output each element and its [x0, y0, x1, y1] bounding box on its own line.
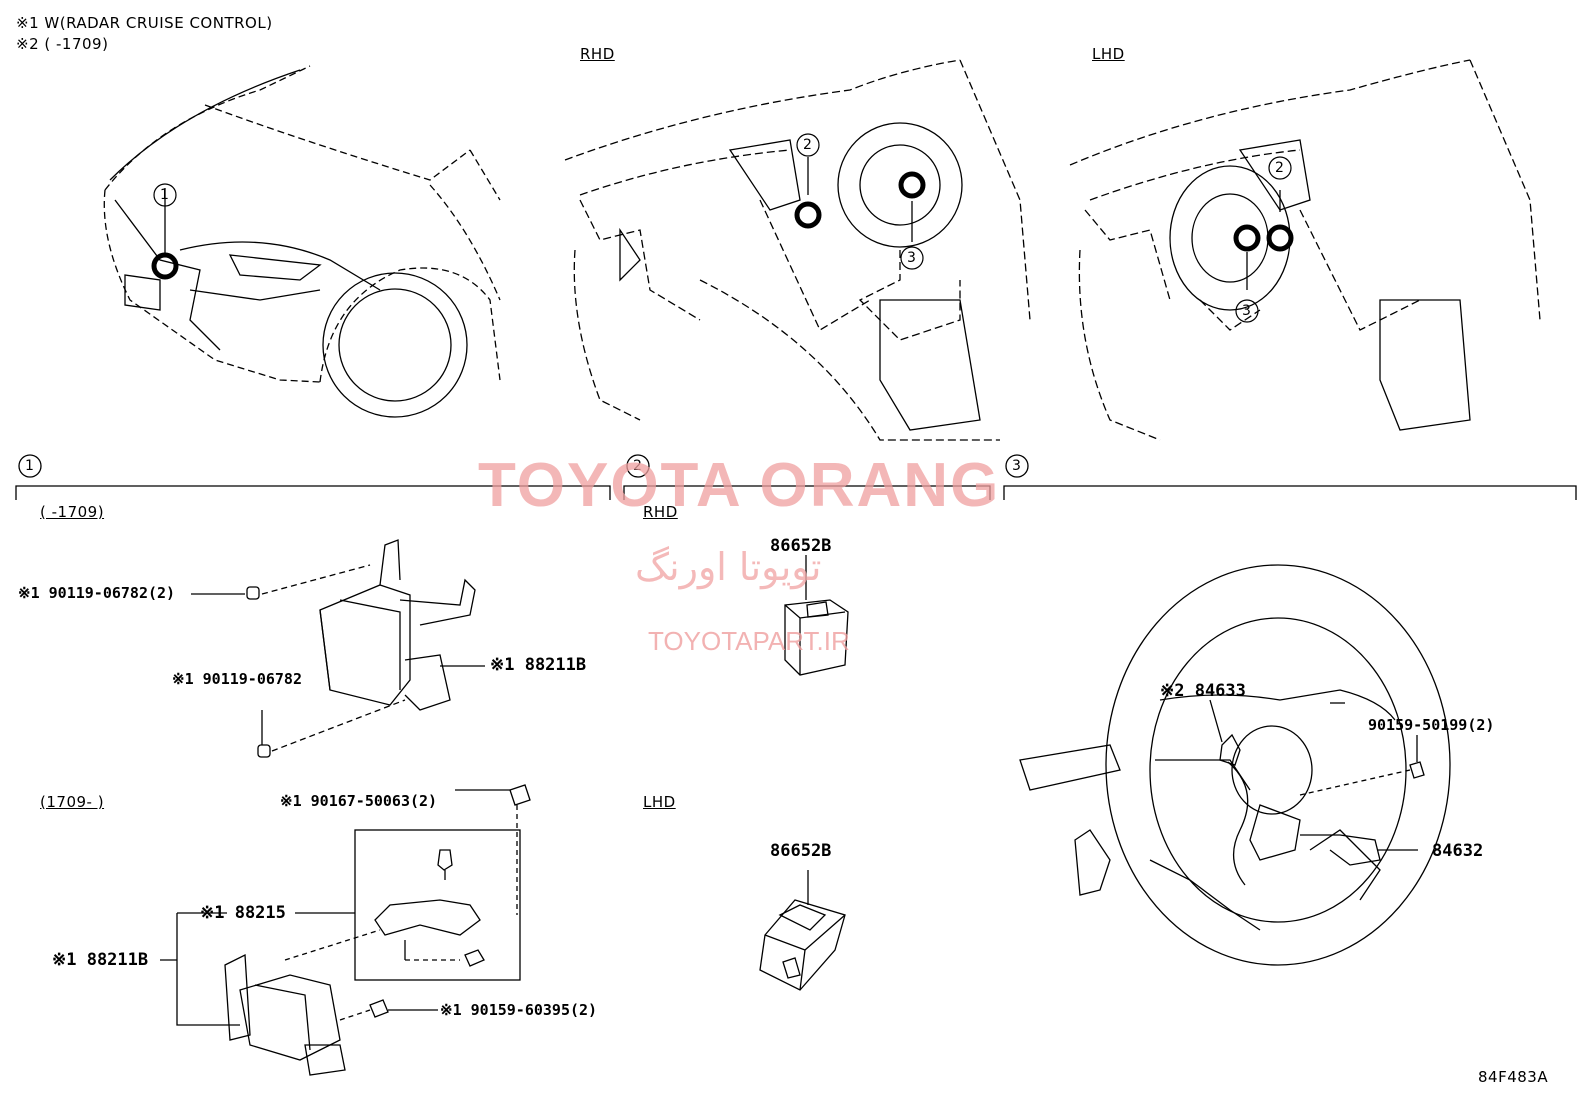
radar-sensor-lower [160, 784, 531, 1076]
section-number-1: 1 [25, 458, 34, 474]
callout-circles [153, 133, 1292, 323]
location-markers [151, 171, 1294, 280]
callout-number-3-rhd: 3 [907, 250, 916, 266]
part-label-84632: 84632 [1432, 841, 1484, 861]
part-label-90159-60395: ※1 90159-60395(2) [440, 1001, 598, 1019]
callout-number-2-rhd: 2 [803, 137, 812, 153]
marker-3-rhd [898, 171, 926, 199]
steering-wheel-illustration [1019, 564, 1451, 966]
switch-lhd [759, 870, 846, 991]
marker-2-lhd [1266, 224, 1294, 252]
marker-1 [151, 252, 179, 280]
watermark-brand: TOYOTA ORANG [478, 451, 1001, 520]
marker-2-rhd [794, 201, 822, 229]
part-label-90119-06782: ※1 90119-06782 [172, 670, 302, 688]
section1-date-after: (1709- ) [40, 793, 105, 811]
part-label-90159-50199: 90159-50199(2) [1368, 716, 1495, 734]
part-label-90167-50063: ※1 90167-50063(2) [280, 792, 438, 810]
section-number-2: 2 [633, 458, 642, 474]
section2-heading-lhd: LHD [643, 793, 676, 811]
radar-sensor-upper [191, 539, 485, 758]
section1-date-before: ( -1709) [40, 503, 105, 521]
rhd-dashboard-illustration [564, 59, 1031, 441]
lhd-dashboard-illustration [1069, 59, 1541, 441]
part-label-88211b-upper: ※1 88211B [490, 655, 587, 675]
part-label-88215: ※1 88215 [200, 903, 286, 923]
heading-rhd-top: RHD [580, 45, 615, 63]
part-label-86652b-lhd: 86652B [770, 841, 832, 861]
callout-number-1: 1 [160, 187, 169, 203]
section-brackets [15, 454, 1577, 500]
vehicle-front-illustration [103, 65, 501, 418]
note-radar-cruise-control: ※1 W(RADAR CRUISE CONTROL) [16, 14, 273, 32]
section-number-3: 3 [1012, 458, 1021, 474]
watermark-website: TOYOTAPART.IR [648, 626, 850, 656]
section2-heading-rhd: RHD [643, 503, 678, 521]
switch-rhd [784, 555, 849, 676]
part-label-90119-06782-2: ※1 90119-06782(2) [18, 584, 176, 602]
part-label-88211b-lower: ※1 88211B [52, 950, 149, 970]
callout-number-3-lhd: 3 [1242, 303, 1251, 319]
marker-3-lhd [1233, 224, 1261, 252]
heading-lhd-top: LHD [1092, 45, 1125, 63]
watermark-brand-persian: تویوتا اورنگ [635, 545, 822, 589]
part-label-86652b-rhd: 86652B [770, 536, 832, 556]
figure-id: 84F483A [1478, 1068, 1549, 1086]
callout-number-2-lhd: 2 [1275, 160, 1284, 176]
part-label-84633: ※2 84633 [1160, 681, 1246, 701]
note-date-range: ※2 ( -1709) [16, 35, 109, 53]
